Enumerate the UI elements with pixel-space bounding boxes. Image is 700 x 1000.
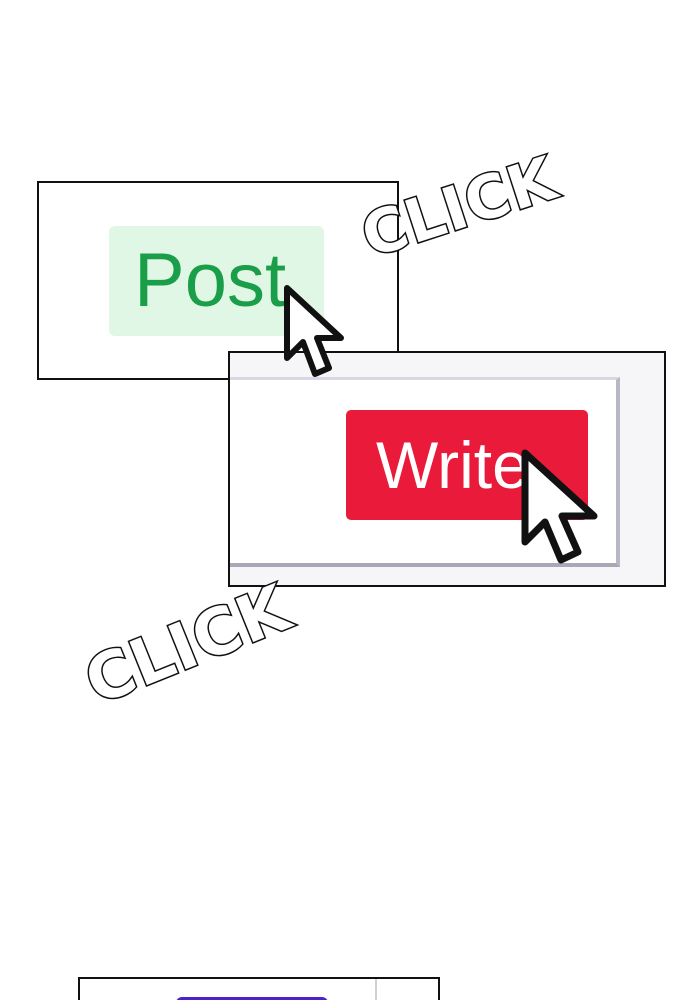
- post-button[interactable]: Post: [109, 226, 324, 336]
- partial-button[interactable]: [176, 997, 328, 1000]
- click-sound-effect: CLICK: [74, 570, 302, 721]
- panel-divider: [375, 979, 377, 1000]
- click-sound-effect: CLICK: [352, 142, 567, 273]
- write-button[interactable]: Write: [346, 410, 588, 520]
- comic-panel-post: Post: [37, 181, 399, 380]
- comic-panel-partial: [78, 977, 440, 1000]
- write-button-container: Write: [230, 377, 620, 567]
- comic-panel-write: Write: [228, 351, 666, 587]
